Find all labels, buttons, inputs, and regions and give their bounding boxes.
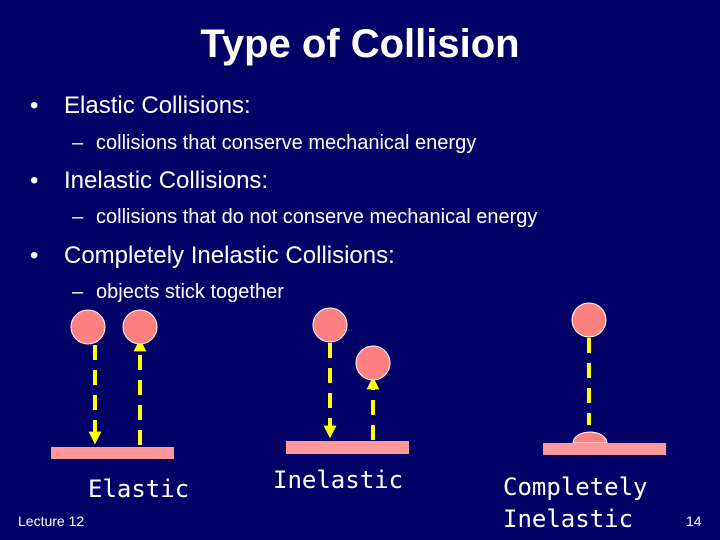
sub-bullet-inelastic: –collisions that do not conserve mechani… [72, 205, 537, 229]
sub-bullet-text: objects stick together [96, 281, 284, 303]
inelastic-diagram [286, 307, 409, 454]
ball-stuck [572, 431, 608, 444]
bullet-dot: • [30, 167, 39, 194]
bullet-completely-inelastic: • Completely Inelastic Collisions: [30, 242, 395, 270]
floor [543, 443, 666, 455]
ball-after [355, 345, 391, 381]
sub-dash: – [72, 132, 84, 154]
caption-completely-inelastic: Inelastic [503, 505, 634, 533]
sub-bullet-text: collisions that do not conserve mechanic… [96, 206, 538, 228]
bullet-inelastic: • Inelastic Collisions: [30, 167, 268, 195]
sub-bullet-completely-inelastic: –objects stick together [72, 280, 284, 304]
caption-inelastic: Inelastic [273, 466, 404, 494]
caption-elastic: Elastic [88, 475, 190, 503]
page-number: 14 [686, 513, 702, 529]
ball-before [312, 307, 348, 343]
bullet-label: Completely Inelastic Collisions: [64, 242, 395, 269]
sub-bullet-text: collisions that conserve mechanical ener… [96, 132, 477, 154]
footer-lecture: Lecture 12 [18, 513, 85, 529]
ball-after [122, 309, 158, 345]
bullet-label: Inelastic Collisions: [64, 167, 269, 194]
elastic-diagram [51, 309, 174, 459]
bullet-dot: • [30, 242, 39, 269]
bullet-dot: • [30, 92, 39, 119]
floor [286, 441, 409, 454]
bullet-label: Elastic Collisions: [64, 92, 251, 119]
ball-before [70, 309, 106, 345]
ball-before [571, 302, 607, 338]
completely-inelastic-diagram [543, 302, 666, 455]
sub-bullet-elastic: –collisions that conserve mechanical ene… [72, 131, 476, 155]
sub-dash: – [72, 206, 84, 228]
sub-dash: – [72, 281, 84, 303]
bullet-elastic: • Elastic Collisions: [30, 92, 251, 120]
caption-completely: Completely [503, 473, 648, 501]
slide-title: Type of Collision [200, 22, 520, 66]
floor [51, 447, 174, 459]
